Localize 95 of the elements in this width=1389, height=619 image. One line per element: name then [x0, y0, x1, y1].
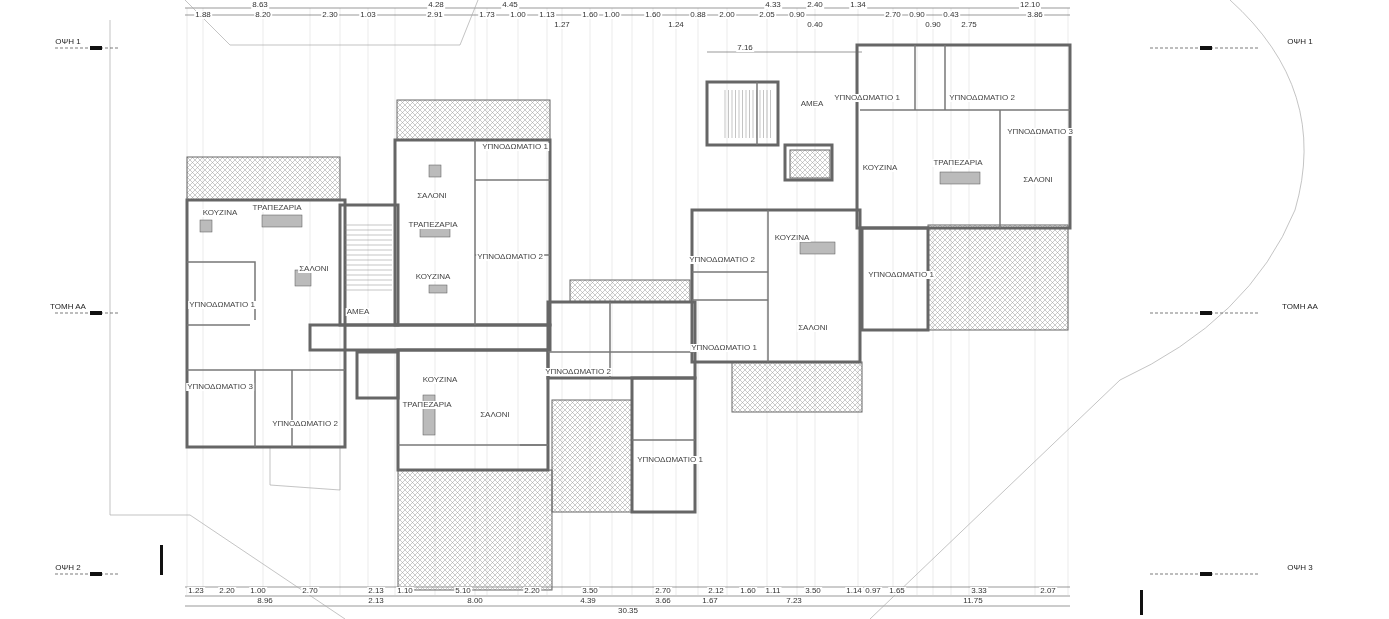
dimension-label: 8.96 [256, 597, 274, 605]
view-label: ΟΨΗ 1 [1286, 38, 1314, 46]
dimension-label: 1.23 [187, 587, 205, 595]
dimension-label: 8.63 [251, 1, 269, 9]
room-label: ΥΠΝΟΔΩΜΑΤΙΟ 3 [186, 383, 254, 391]
room-label: ΤΡΑΠΕΖΑΡΙΑ [251, 204, 303, 212]
dimension-label: 0.97 [864, 587, 882, 595]
dimension-label: 0.88 [689, 11, 707, 19]
view-label: ΤΟΜΗ ΑΑ [1281, 303, 1319, 311]
dimension-label: 1.00 [509, 11, 527, 19]
dimension-label: 4.33 [764, 1, 782, 9]
room-label: ΥΠΝΟΔΩΜΑΤΙΟ 2 [271, 420, 339, 428]
room-label: ΥΠΝΟΔΩΜΑΤΙΟ 1 [481, 143, 549, 151]
room-label: ΥΠΝΟΔΩΜΑΤΙΟ 1 [636, 456, 704, 464]
dimension-label: 1.14 [845, 587, 863, 595]
dimension-label: 4.39 [579, 597, 597, 605]
dimension-label: 4.28 [427, 1, 445, 9]
dimension-label: 1.00 [249, 587, 267, 595]
room-label: ΤΡΑΠΕΖΑΡΙΑ [401, 401, 453, 409]
dimension-label: 1.13 [538, 11, 556, 19]
dimension-label: 0.43 [942, 11, 960, 19]
dimension-label: 7.23 [785, 597, 803, 605]
dimension-label: 0.90 [908, 11, 926, 19]
room-label: ΑΜΕΑ [799, 100, 825, 108]
dimension-label: 1.65 [888, 587, 906, 595]
dimension-label: 1.67 [701, 597, 719, 605]
view-label: ΟΨΗ 2 [54, 564, 82, 572]
dimension-label: 1.60 [739, 587, 757, 595]
dimension-label: 2.13 [367, 597, 385, 605]
room-label: ΤΡΑΠΕΖΑΡΙΑ [407, 221, 459, 229]
dimension-label: 2.70 [884, 11, 902, 19]
dimension-label: 30.35 [617, 607, 639, 615]
dimension-label: 2.12 [707, 587, 725, 595]
room-label: ΚΟΥΖΙΝΑ [861, 164, 899, 172]
room-label: ΥΠΝΟΔΩΜΑΤΙΟ 1 [188, 301, 256, 309]
dimension-label: 1.27 [553, 21, 571, 29]
dimension-label: 2.30 [321, 11, 339, 19]
dimension-label: 8.20 [254, 11, 272, 19]
dimension-label: 2.07 [1039, 587, 1057, 595]
dimension-label: 2.13 [367, 587, 385, 595]
dimension-label: 1.60 [644, 11, 662, 19]
dimension-label: 2.00 [718, 11, 736, 19]
dimension-label: 0.90 [788, 11, 806, 19]
dimension-label: 2.70 [301, 587, 319, 595]
room-label: ΥΠΝΟΔΩΜΑΤΙΟ 2 [948, 94, 1016, 102]
room-label: ΚΟΥΖΙΝΑ [201, 209, 239, 217]
dimension-label: 1.00 [603, 11, 621, 19]
room-label: ΥΠΝΟΔΩΜΑΤΙΟ 3 [1006, 128, 1074, 136]
dimension-label: 2.70 [654, 587, 672, 595]
room-label: ΥΠΝΟΔΩΜΑΤΙΟ 2 [688, 256, 756, 264]
room-label: ΥΠΝΟΔΩΜΑΤΙΟ 1 [690, 344, 758, 352]
room-label: ΣΑΛΟΝΙ [1022, 176, 1054, 184]
dimension-label: 11.75 [962, 597, 984, 605]
dimension-label: 1.73 [478, 11, 496, 19]
view-label: ΟΨΗ 3 [1286, 564, 1314, 572]
view-label: ΤΟΜΗ ΑΑ [49, 303, 87, 311]
room-label: ΥΠΝΟΔΩΜΑΤΙΟ 1 [867, 271, 935, 279]
room-label: ΤΡΑΠΕΖΑΡΙΑ [932, 159, 984, 167]
dimension-label: 0.40 [806, 21, 824, 29]
dimension-label: 3.66 [654, 597, 672, 605]
dimension-label: 1.60 [581, 11, 599, 19]
dimension-label: 1.24 [667, 21, 685, 29]
dimension-label: 7.16 [736, 44, 754, 52]
view-label: ΟΨΗ 1 [54, 38, 82, 46]
room-label: ΣΑΛΟΝΙ [797, 324, 829, 332]
dimension-label: 3.86 [1026, 11, 1044, 19]
room-label: ΚΟΥΖΙΝΑ [773, 234, 811, 242]
dimension-label: 2.40 [806, 1, 824, 9]
room-label: ΣΑΛΟΝΙ [298, 265, 330, 273]
dimension-label: 0.90 [924, 21, 942, 29]
room-label: ΑΜΕΑ [345, 308, 371, 316]
dimension-label: 8.00 [466, 597, 484, 605]
room-label: ΥΠΝΟΔΩΜΑΤΙΟ 2 [544, 368, 612, 376]
dimension-label: 1.88 [194, 11, 212, 19]
dimension-label: 2.05 [758, 11, 776, 19]
dimension-label: 2.20 [523, 587, 541, 595]
dimension-label: 1.03 [359, 11, 377, 19]
dimension-label: 12.10 [1019, 1, 1041, 9]
dimension-label: 3.50 [581, 587, 599, 595]
dimension-label: 2.91 [426, 11, 444, 19]
dimension-label: 2.20 [218, 587, 236, 595]
dimension-label: 3.33 [970, 587, 988, 595]
room-label: ΣΑΛΟΝΙ [479, 411, 511, 419]
dimension-label: 1.10 [396, 587, 414, 595]
room-label: ΣΑΛΟΝΙ [416, 192, 448, 200]
room-label: ΚΟΥΖΙΝΑ [421, 376, 459, 384]
dimension-label: 5.10 [454, 587, 472, 595]
dimension-label: 4.45 [501, 1, 519, 9]
room-label: ΥΠΝΟΔΩΜΑΤΙΟ 1 [833, 94, 901, 102]
room-label: ΥΠΝΟΔΩΜΑΤΙΟ 2 [476, 253, 544, 261]
dimension-label: 1.34 [849, 1, 867, 9]
room-label: ΚΟΥΖΙΝΑ [414, 273, 452, 281]
dimension-label: 2.75 [960, 21, 978, 29]
dimension-label: 3.50 [804, 587, 822, 595]
dimension-label: 1.11 [764, 587, 782, 595]
